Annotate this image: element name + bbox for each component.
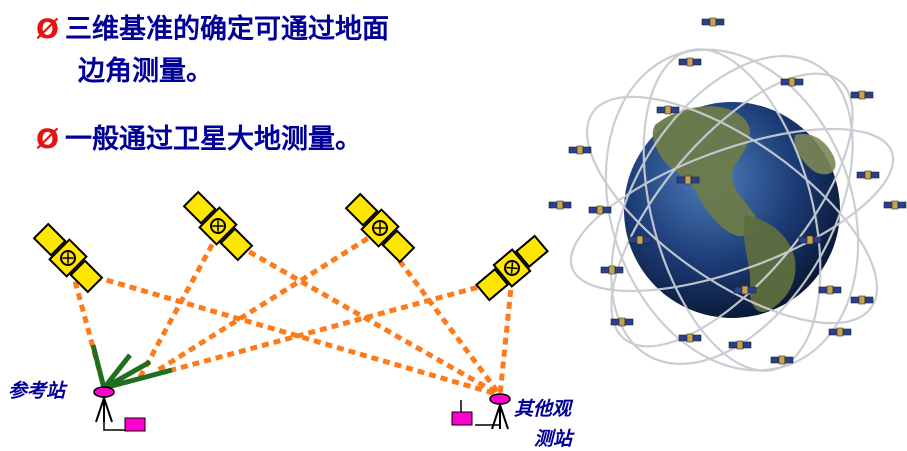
bullet-mark: Ø bbox=[36, 14, 59, 45]
bullet-1-line-1: 三维基准的确定可通过地面 bbox=[64, 14, 389, 45]
other-station-label-line-2: 测站 bbox=[534, 428, 573, 450]
other-receiver-box bbox=[451, 400, 500, 426]
reference-receiver-box bbox=[103, 417, 146, 432]
bullet-mark: Ø bbox=[36, 124, 59, 155]
bullet-1-line-2: 边角测量。 bbox=[78, 56, 213, 87]
reference-antenna-lines bbox=[90, 344, 173, 391]
reference-station-label: 参考站 bbox=[8, 380, 66, 402]
bullet-2-text: 一般通过卫星大地测量。 bbox=[64, 124, 362, 155]
other-station-label-line-1: 其他观 bbox=[514, 398, 572, 420]
bullet-item-1-continued: 边角测量。 bbox=[78, 52, 213, 92]
